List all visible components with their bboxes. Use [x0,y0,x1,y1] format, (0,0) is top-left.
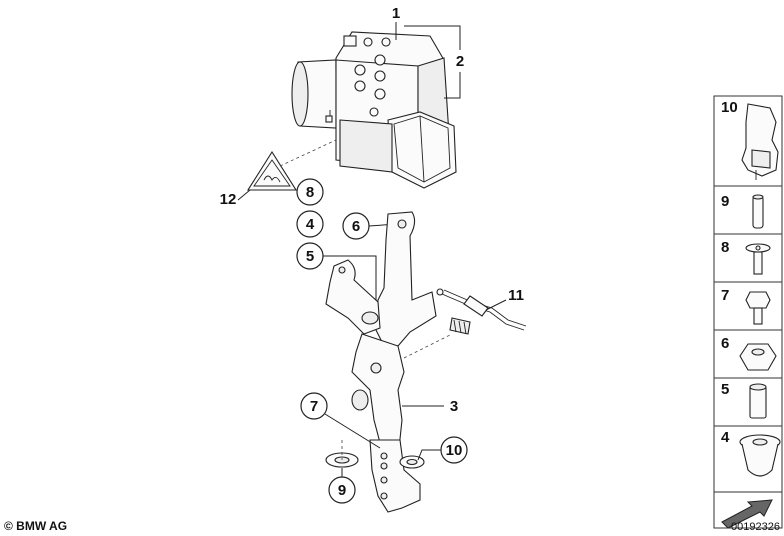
sidebar-box-8[interactable] [713,233,783,283]
leader-12 [237,189,251,201]
diagram-id: 00192326 [731,521,780,533]
sensor-lead[interactable] [436,288,527,335]
holder-clip-icon [741,103,779,180]
sidebar-label-5: 5 [721,381,729,398]
pin-icon [752,194,764,229]
rubber-mount-icon [739,434,781,477]
leader-11 [485,299,507,311]
arrow-icon [721,499,773,529]
warning-triangle-icon [247,150,297,191]
callout-circle-4 [296,210,324,238]
leader-2-top [404,25,461,50]
copyright-text: © BMW AG [4,519,67,533]
hex-nut-icon [739,343,777,371]
sidebar-label-9: 9 [721,193,729,210]
sidebar-box-5[interactable] [713,377,783,427]
callout-8: 8 [306,184,314,201]
callout-circle-7 [300,392,328,420]
callout-1: 1 [392,5,400,22]
callout-10: 10 [446,442,463,459]
leader-10 [417,449,441,461]
sidebar-box-9[interactable] [713,185,783,235]
callout-7: 7 [310,398,318,415]
sidebar-label-6: 6 [721,335,729,352]
leader-5 [323,255,377,300]
leader-7 [324,413,381,449]
sidebar-label-7: 7 [721,287,729,304]
label-position-line [279,139,337,167]
hex-bolt-icon [745,291,771,325]
sidebar-label-4: 4 [721,429,730,446]
sidebar-label-10: 10 [721,99,738,116]
abs-hydraulic-unit[interactable] [291,31,457,189]
sidebar-box-7[interactable] [713,281,783,331]
callout-circle-8 [296,178,324,206]
callout-11: 11 [508,287,524,304]
callout-3: 3 [450,398,458,415]
callout-9: 9 [338,482,346,499]
abs-mounting-bracket[interactable] [325,211,437,513]
callout-6: 6 [352,218,360,235]
callout-12: 12 [220,191,237,208]
spacer-sleeve-icon [749,383,767,419]
sidebar-label-8: 8 [721,239,729,256]
callout-5: 5 [306,248,314,265]
callout-2: 2 [456,53,464,70]
sensor-axis [403,333,453,359]
callout-4: 4 [306,216,315,233]
screw-icon [745,243,771,275]
leader-2-bottom [444,72,461,99]
sidebar-parts-list: 10 9 8 7 6 [713,95,783,529]
